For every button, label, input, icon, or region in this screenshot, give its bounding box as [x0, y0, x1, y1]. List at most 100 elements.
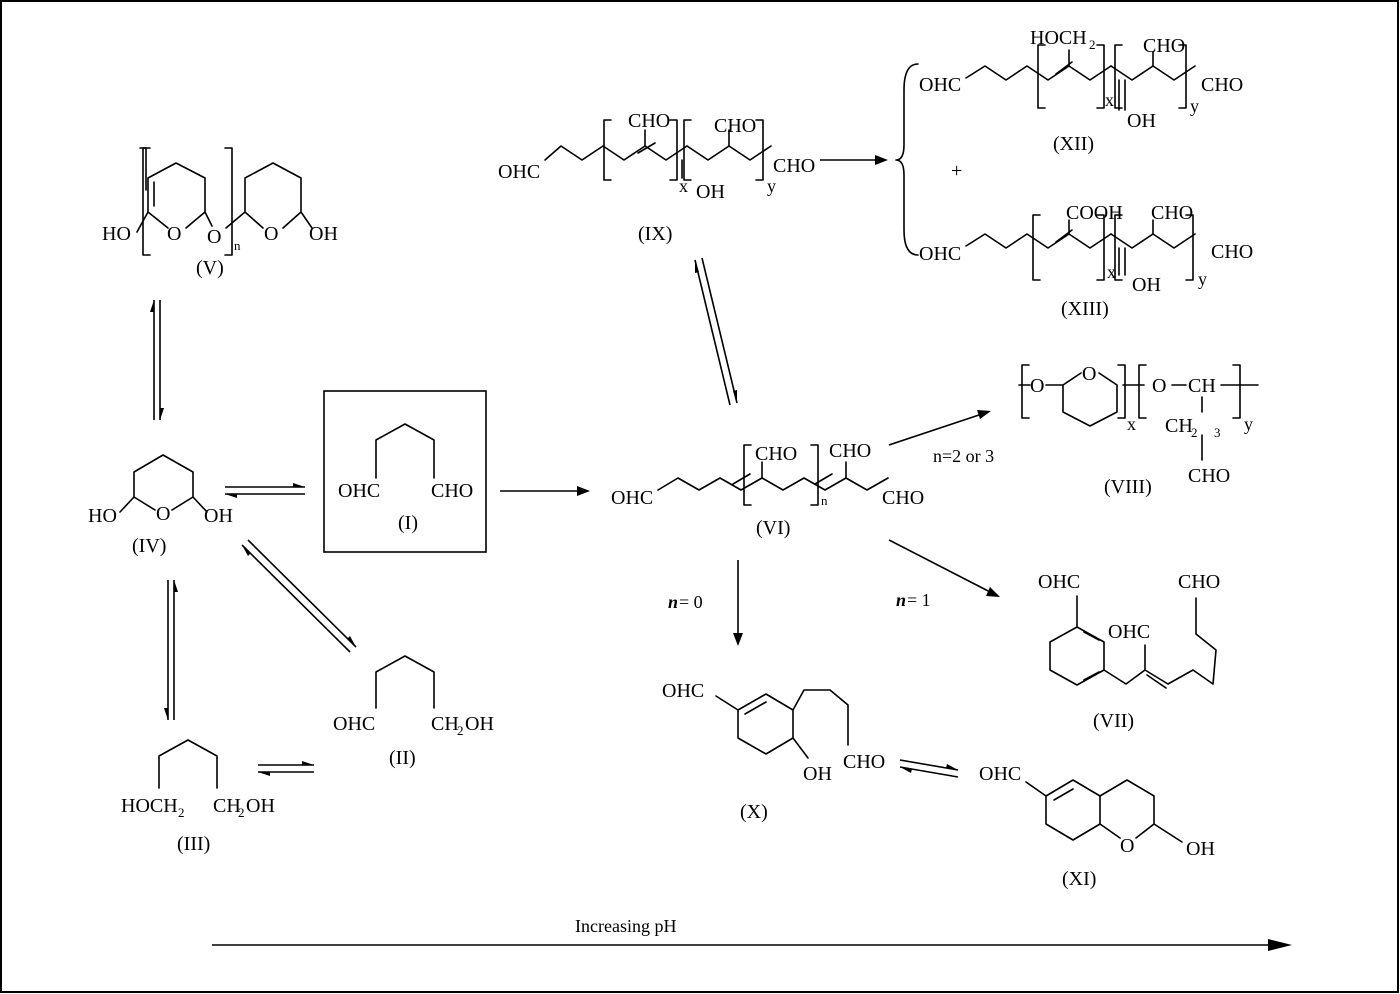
label-II: (II) — [389, 747, 416, 769]
label-VII: (VII) — [1093, 710, 1134, 732]
arrow-VI-VII: n = 1 — [888, 539, 1000, 610]
compound-XI: OHC O OH (XI) — [979, 763, 1215, 890]
II-ch: CH — [431, 713, 459, 735]
IX-ohc: OHC — [498, 161, 540, 183]
XII-x: x — [1105, 90, 1114, 110]
XIII-y: y — [1198, 269, 1207, 289]
compound-V: HO O O n O OH (V) — [102, 147, 338, 279]
VI-n: n — [821, 493, 828, 508]
V-ring-o1: O — [167, 223, 181, 245]
condition-n1-n: n — [896, 590, 906, 610]
III-sub1: 2 — [178, 805, 185, 820]
XII-sub: 2 — [1089, 37, 1096, 52]
VI-cho1: CHO — [755, 443, 797, 465]
IX-cho2: CHO — [714, 115, 756, 137]
equilibrium-X-XI — [899, 759, 959, 778]
equilibrium-IX-VI — [694, 257, 738, 406]
III-oh: OH — [246, 795, 275, 817]
condition-n1-rest: = 1 — [907, 590, 931, 610]
label-IX: (IX) — [638, 223, 672, 245]
VIII-sub2: 2 — [1191, 425, 1198, 440]
V-bridge-o: O — [207, 226, 221, 248]
compound-III: HOCH 2 CH 2 OH (III) — [121, 739, 275, 855]
XI-oh: OH — [1186, 838, 1215, 860]
XI-ohc: OHC — [979, 763, 1021, 785]
compound-IX: OHC CHO CHO x OH y CHO (IX) — [498, 110, 815, 245]
label-X: (X) — [740, 801, 768, 823]
arrow-VI-X: n = 0 — [668, 560, 743, 646]
V-ho: HO — [102, 223, 131, 245]
XIII-cho2: CHO — [1211, 241, 1253, 263]
III-ch: CH — [213, 795, 241, 817]
III-sub2: 2 — [238, 805, 245, 820]
VIII-o2: O — [1152, 375, 1166, 397]
plus-sign: + — [951, 160, 962, 182]
VIII-ch: CH — [1188, 375, 1216, 397]
XI-ring-o: O — [1120, 835, 1134, 857]
condition-n0-rest: = 0 — [679, 592, 703, 612]
XII-y: y — [1190, 96, 1199, 116]
compound-XIII: OHC COOH CHO CHO x OH y (XIII) — [919, 202, 1253, 320]
VI-cho2: CHO — [829, 440, 871, 462]
compound-VIII: O O x O CH CH 2 3 y CHO (VIII) — [1018, 363, 1259, 498]
compound-I: OHC CHO (I) — [323, 390, 487, 553]
label-XII: (XII) — [1053, 133, 1094, 155]
label-V: (V) — [196, 257, 224, 279]
VII-ohc1: OHC — [1038, 571, 1080, 593]
IV-ring-o: O — [156, 503, 170, 525]
arrow-VI-VIII: n=2 or 3 — [888, 410, 994, 466]
XIII-ohc: OHC — [919, 243, 961, 265]
V-oh: OH — [309, 223, 338, 245]
X-cho: CHO — [843, 751, 885, 773]
label-XI: (XI) — [1062, 868, 1096, 890]
V-n: n — [234, 238, 241, 253]
label-XIII: (XIII) — [1061, 298, 1109, 320]
IX-oh: OH — [696, 181, 725, 203]
XII-ohc: OHC — [919, 74, 961, 96]
XII-hoch: HOCH — [1030, 27, 1087, 49]
II-ohc: OHC — [333, 713, 375, 735]
XIII-oh: OH — [1132, 274, 1161, 296]
VIII-x: x — [1127, 414, 1136, 434]
VIII-y: y — [1244, 414, 1253, 434]
equilibrium-III-II — [258, 761, 314, 776]
IV-ho: HO — [88, 505, 117, 527]
compound-X: OHC OH CHO (X) — [662, 680, 885, 823]
IX-cho1: CHO — [628, 110, 670, 132]
condition-n23: n=2 or 3 — [933, 446, 994, 466]
equilibrium-IV-I — [225, 483, 305, 498]
XIII-x: x — [1107, 262, 1116, 282]
compound-VII: OHC CHO OHC (VII) — [1038, 571, 1220, 732]
IV-oh: OH — [204, 505, 233, 527]
condition-n0-n: n — [668, 592, 678, 612]
VIII-cho: CHO — [1188, 465, 1230, 487]
compound-VI: OHC CHO CHO n CHO (VI) — [611, 440, 924, 539]
VI-ohc: OHC — [611, 487, 653, 509]
X-oh: OH — [803, 763, 832, 785]
arrow-I-VI — [500, 486, 590, 496]
glutaraldehyde-box — [323, 390, 487, 553]
XII-oh: OH — [1127, 110, 1156, 132]
ph-axis: Increasing pH — [212, 916, 1292, 951]
VIII-sub3: 3 — [1214, 425, 1221, 440]
equilibrium-IV-II — [241, 539, 357, 653]
IX-y: y — [767, 176, 776, 196]
VIII-ring-o: O — [1082, 363, 1096, 385]
II-oh: OH — [465, 713, 494, 735]
XII-cho1: CHO — [1143, 35, 1185, 57]
I-ohc: OHC — [338, 480, 380, 502]
II-ch-sub: 2 — [457, 723, 464, 738]
IX-x: x — [679, 176, 688, 196]
V-ring-o2: O — [264, 223, 278, 245]
XII-cho2: CHO — [1201, 74, 1243, 96]
III-hoch: HOCH — [121, 795, 178, 817]
label-VIII: (VIII) — [1104, 476, 1152, 498]
VIII-o1: O — [1030, 375, 1044, 397]
VII-cho: CHO — [1178, 571, 1220, 593]
label-III: (III) — [177, 833, 210, 855]
VIII-ch2: CH — [1165, 415, 1193, 437]
label-VI: (VI) — [756, 517, 790, 539]
compound-IV: HO O OH (IV) — [88, 454, 233, 557]
